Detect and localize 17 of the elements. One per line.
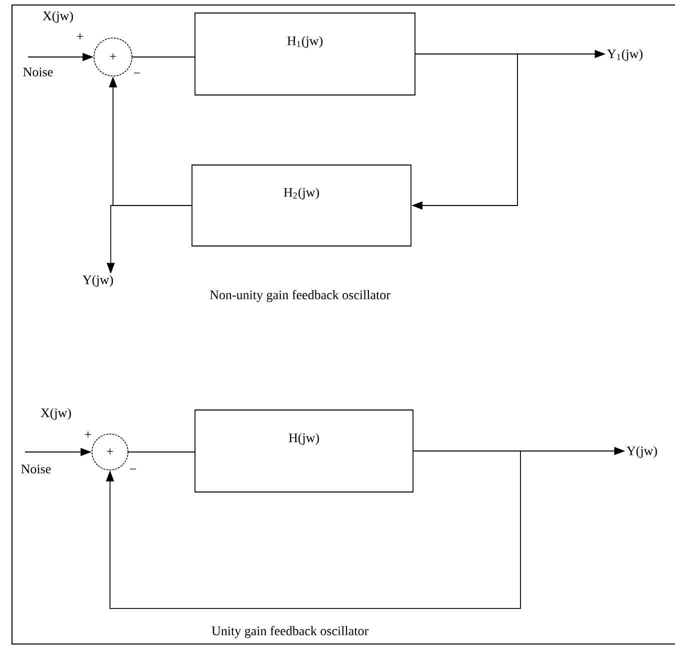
signal-label: Noise (21, 464, 51, 474)
caption: Unity gain feedback oscillator (212, 626, 368, 638)
summing-junction: + (92, 434, 128, 470)
caption: Non-unity gain feedback oscillator (210, 290, 390, 302)
block-box: H(jw) (194, 410, 414, 492)
signal-label: Y(jw) (82, 275, 113, 287)
sign-label: + (76, 33, 84, 40)
signal-label: X(jw) (40, 408, 71, 420)
signal-label: X(jw) (42, 11, 73, 23)
signal-label: Y$_{1}$(jw) (607, 49, 642, 61)
signal-label: Y(jw) (626, 446, 657, 458)
connector-arrow (106, 450, 521, 609)
signal-label: Noise (23, 68, 53, 76)
block-box: H$_{1}$(jw) (194, 12, 416, 96)
summing-junction: + (94, 38, 132, 76)
block-box: H$_{2}$(jw) (192, 164, 412, 246)
sign-label: + (84, 431, 92, 438)
